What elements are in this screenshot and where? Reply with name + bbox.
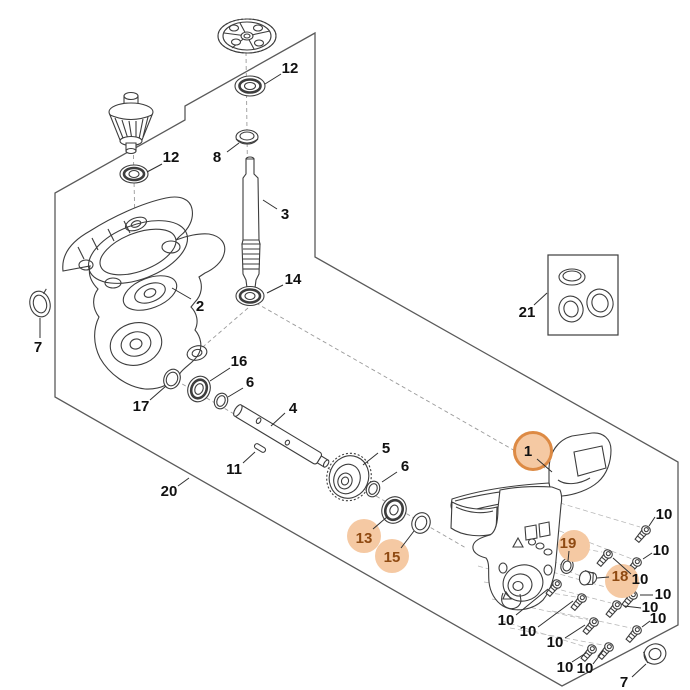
hotspot-19[interactable] <box>558 530 590 562</box>
callout-11: 11 <box>226 461 242 478</box>
callout-6b: 6 <box>401 458 409 475</box>
screw-icon <box>634 525 651 544</box>
oring-19 <box>560 558 574 574</box>
callout-10-r6: 10 <box>650 610 667 627</box>
pin-11 <box>253 443 267 453</box>
callout-7-right: 7 <box>620 674 628 690</box>
callout-21: 21 <box>519 304 536 321</box>
gear-5 <box>326 452 372 502</box>
callout-10-r5: 10 <box>642 599 659 616</box>
highlight-hotspots <box>347 431 639 598</box>
bearing-12-left <box>119 164 149 184</box>
plug-18 <box>578 569 598 586</box>
callout-10-r4: 10 <box>655 586 672 603</box>
leader-lines <box>39 73 656 678</box>
callout-6a: 6 <box>246 374 254 391</box>
callout-5: 5 <box>382 440 390 457</box>
pinion-assembly <box>108 91 154 184</box>
callout-15[interactable]: 15 <box>384 549 401 566</box>
callout-17: 17 <box>133 398 150 415</box>
screw-icon <box>621 590 638 609</box>
callout-7-left: 7 <box>34 339 42 356</box>
callout-10-b1: 10 <box>498 612 515 629</box>
callout-13[interactable]: 13 <box>356 530 373 547</box>
ring-6-inner <box>213 392 229 410</box>
screw-icon <box>625 625 642 644</box>
callout-3: 3 <box>281 206 289 223</box>
callout-12-top: 12 <box>282 60 299 77</box>
callout-4: 4 <box>289 400 298 417</box>
callout-10-b4: 10 <box>557 659 574 676</box>
screw-icon <box>545 579 562 598</box>
gear-housing-left <box>29 196 226 390</box>
panel-border <box>54 31 679 687</box>
bearing-16 <box>187 375 211 403</box>
ring-15 <box>411 512 431 534</box>
callout-2: 2 <box>196 298 204 315</box>
bearing-13 <box>381 496 407 524</box>
washer-17 <box>163 368 181 390</box>
callout-10-r1: 10 <box>656 506 673 523</box>
kit-washer <box>558 268 586 286</box>
hotspot-13[interactable] <box>347 519 381 553</box>
service-kit-box-21 <box>547 254 619 336</box>
callout-10-b3: 10 <box>547 634 564 651</box>
screws-10 <box>545 525 651 663</box>
kit-oring-1 <box>558 295 584 323</box>
shaft-3 <box>241 156 261 289</box>
screw-icon <box>582 617 599 636</box>
callout-10-r3: 10 <box>632 571 649 588</box>
screw-icon <box>597 642 614 661</box>
screw-icon <box>605 600 622 619</box>
callout-12-left: 12 <box>163 149 180 166</box>
hotspot-1[interactable] <box>513 431 553 471</box>
screw-icon <box>570 593 587 612</box>
callout-10-b5: 10 <box>577 660 594 677</box>
screw-icon <box>596 549 613 568</box>
callout-10-r2: 10 <box>653 542 670 559</box>
chain-sprocket <box>217 18 277 54</box>
callout-labels: 12 8 3 14 12 2 7 17 16 6 4 11 5 6 13 15 … <box>34 60 673 690</box>
kit-oring-2 <box>586 288 614 318</box>
hotspot-18[interactable] <box>605 564 639 598</box>
callout-16: 16 <box>231 353 248 370</box>
bearing-14 <box>235 285 265 307</box>
housing-main-body <box>472 486 563 611</box>
countershaft-assembly <box>163 368 431 534</box>
callout-20: 20 <box>161 483 178 500</box>
bearing-12-top <box>234 75 266 97</box>
callout-18[interactable]: 18 <box>612 568 629 585</box>
seal-ring-7-left <box>29 288 51 318</box>
shaft-4 <box>233 404 330 468</box>
housing-top-bracket <box>548 432 612 497</box>
callout-14: 14 <box>285 271 302 288</box>
washer-8 <box>235 129 259 145</box>
sprocket-assembly <box>217 18 277 307</box>
callout-10-b2: 10 <box>520 623 537 640</box>
hotspot-15[interactable] <box>375 539 409 573</box>
gear-housing-right <box>450 432 667 665</box>
grommet-7-right <box>643 643 667 665</box>
bevel-pinion-gear <box>108 91 154 155</box>
callout-1[interactable]: 1 <box>524 443 532 460</box>
callout-8: 8 <box>213 149 221 166</box>
ring-6-outer <box>365 480 381 498</box>
callout-19[interactable]: 19 <box>560 535 577 552</box>
